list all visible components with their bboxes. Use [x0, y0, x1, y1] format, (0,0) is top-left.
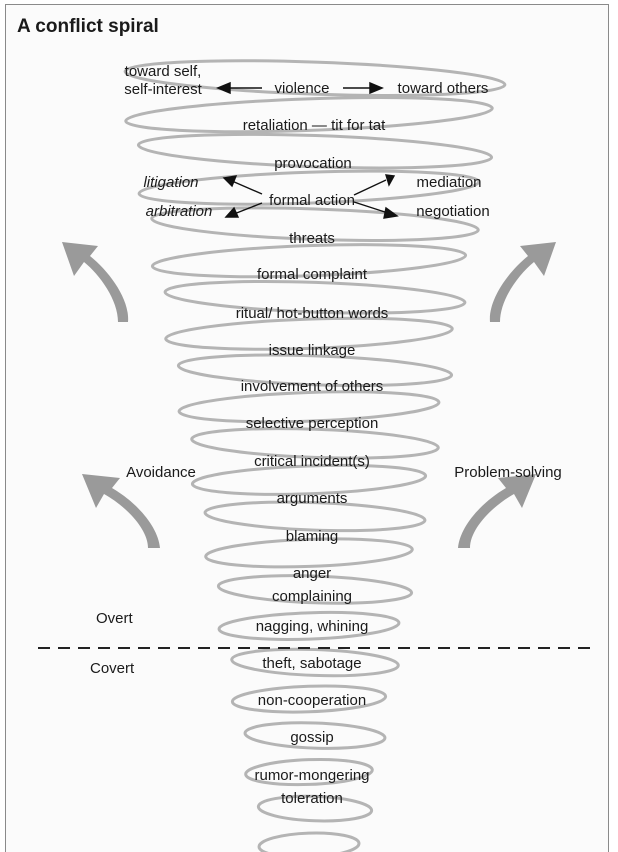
spiral-coil — [244, 757, 374, 787]
spiral-coil — [256, 794, 374, 823]
avoidance-label: Avoidance — [126, 464, 196, 481]
spiral-coil — [177, 390, 441, 424]
problem-solving-label: Problem-solving — [454, 464, 562, 481]
self-interest-label: self-interest — [124, 81, 202, 98]
level-blaming: blaming — [285, 528, 339, 545]
spiral-coil — [190, 463, 428, 496]
branch-litigation: litigation — [143, 174, 199, 191]
spiral-coil — [243, 721, 387, 750]
branch-arbitration: arbitration — [145, 203, 213, 220]
diagram-title: A conflict spiral — [17, 16, 159, 37]
level-retaliation: retaliation — tit for tat — [242, 117, 386, 134]
spiral-coil — [257, 831, 361, 852]
spiral-coil — [124, 96, 494, 134]
spiral-coil — [216, 574, 414, 605]
spiral-coil — [204, 537, 414, 569]
violence-arrows — [216, 81, 384, 95]
branch-mediation: mediation — [416, 174, 482, 191]
upper-right-curved-arrow — [489, 242, 556, 322]
spiral-coils — [123, 59, 507, 852]
level-gossip: gossip — [290, 729, 334, 746]
spiral-coil — [150, 206, 480, 242]
lower-left-curved-arrow — [82, 474, 160, 548]
level-selective-perception: selective perception — [245, 415, 379, 432]
spiral-coil — [230, 684, 388, 714]
level-theft-sabotage: theft, sabotage — [262, 655, 362, 672]
level-toleration: toleration — [281, 790, 343, 807]
spiral-coil — [150, 243, 468, 279]
level-issue-linkage: issue linkage — [268, 342, 356, 359]
overt-label: Overt — [96, 610, 133, 627]
formal-action-arrows — [222, 174, 399, 219]
level-rumor-mongering: rumor-mongering — [254, 767, 370, 784]
level-nagging-whining: nagging, whining — [255, 618, 369, 635]
violence-label: violence — [274, 80, 330, 97]
big-curved-arrows — [62, 242, 556, 548]
spiral-coil — [217, 610, 401, 641]
level-involvement-of-others: involvement of others — [240, 378, 384, 395]
level-threats: threats — [289, 230, 335, 247]
level-formal-action: formal action — [269, 192, 355, 209]
level-non-cooperation: non-cooperation — [257, 692, 367, 709]
lower-right-curved-arrow — [458, 474, 536, 548]
level-ritual-hot-button-words: ritual/ hot-button words — [235, 305, 389, 322]
level-complaining: complaining — [271, 588, 353, 605]
spiral-coil — [190, 427, 440, 460]
spiral-coil — [164, 316, 454, 351]
spiral-coil — [176, 353, 454, 388]
branch-negotiation: negotiation — [416, 203, 490, 220]
level-arguments: arguments — [276, 490, 348, 507]
level-provocation: provocation — [274, 155, 352, 172]
level-anger: anger — [292, 565, 332, 582]
toward-self-label: toward self, — [124, 63, 202, 80]
spiral-coil — [230, 647, 400, 678]
spiral-coil — [136, 132, 494, 170]
spiral-coil — [163, 280, 467, 315]
toward-others-label: toward others — [397, 80, 489, 97]
spiral-coil — [203, 500, 427, 533]
covert-label: Covert — [90, 660, 135, 677]
spiral-coil — [123, 59, 507, 97]
level-critical-incidents: critical incident(s) — [254, 453, 370, 470]
upper-left-curved-arrow — [62, 242, 129, 322]
level-formal-complaint: formal complaint — [256, 266, 368, 283]
spiral-coil — [137, 169, 481, 206]
